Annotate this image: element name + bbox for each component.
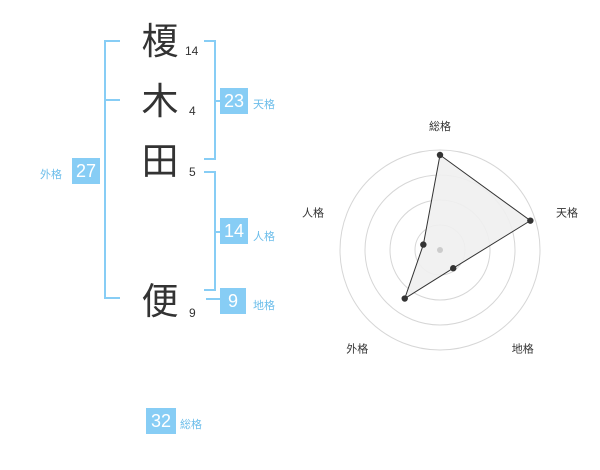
soukaku-label: 総格 [180,418,202,431]
tenkaku-connector [214,100,222,102]
jinkaku-bracket-top [204,171,216,173]
gaikaku-label: 外格 [40,168,62,181]
gaikaku-bracket-mid [104,99,120,101]
name-char-4: 便 [141,280,179,323]
radar-point-3 [450,265,457,272]
soukaku-value: 32 [146,408,176,434]
radar-center [437,247,443,253]
chikaku-value: 9 [220,288,246,314]
chikaku-connector [206,298,220,300]
name-char-1: 榎 [141,20,179,63]
jinkaku-value: 14 [220,218,248,244]
tenkaku-bracket-top [204,40,216,42]
tenkaku-label: 天格 [253,98,275,111]
radar-axis-label-1: 総格 [429,119,451,133]
radar-point-4 [401,295,408,302]
gaikaku-value: 27 [72,158,100,184]
radar-axis-label-3: 地格 [512,342,534,356]
jinkaku-label: 人格 [253,230,275,243]
jinkaku-bracket-bottom [204,289,216,291]
radar-ring-4 [339,149,541,351]
tenkaku-bracket-bottom [204,158,216,160]
radar-area [403,154,532,300]
radar-axis-label-5: 人格 [302,205,324,219]
radar-point-1 [436,151,444,159]
radar-point-2 [527,217,534,224]
gaikaku-bracket-top [104,40,120,42]
name-char-2: 木 [141,80,179,123]
name-char-3: 田 [141,140,179,183]
chikaku-label: 地格 [253,299,275,312]
stroke-count-1: 14 [185,44,199,58]
stroke-count-2: 4 [189,104,196,118]
radar-point-5 [420,241,427,248]
stroke-count-4: 9 [189,306,196,320]
radar-axis-label-4: 外格 [346,342,368,356]
jinkaku-connector [214,231,222,233]
gaikaku-bracket [104,40,106,298]
radar-axis-label-2: 天格 [556,205,578,219]
stroke-count-3: 5 [189,165,196,179]
tenkaku-value: 23 [220,88,248,114]
gaikaku-bracket-bottom [104,297,120,299]
